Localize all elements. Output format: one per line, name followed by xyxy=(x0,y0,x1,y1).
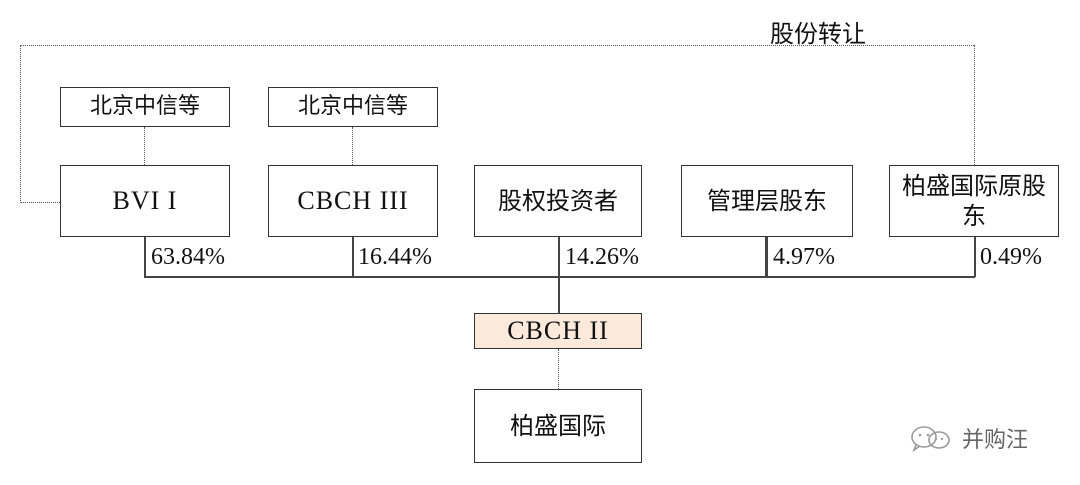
top-box-left-label: 北京中信等 xyxy=(89,94,200,120)
percent-mgmt: 4.97% xyxy=(773,244,835,270)
shareholder-cbch3: CBCH III xyxy=(268,165,438,237)
shareholder-orig-label: 柏盛国际原股东 xyxy=(902,172,1046,230)
ownership-bus xyxy=(144,276,975,278)
intermediate-cbch2-label: CBCH II xyxy=(507,315,609,345)
percent-cbch3: 16.44% xyxy=(358,244,432,270)
transfer-dotted-left xyxy=(20,45,21,203)
drop-cbch3 xyxy=(352,237,354,277)
shareholder-orig: 柏盛国际原股东 xyxy=(889,165,1059,237)
intermediate-cbch2: CBCH II xyxy=(474,313,642,349)
target-company: 柏盛国际 xyxy=(474,389,642,463)
top-box-right: 北京中信等 xyxy=(268,87,438,127)
connector-top-right xyxy=(352,127,353,165)
transfer-dotted-top xyxy=(20,45,974,46)
transfer-label: 股份转让 xyxy=(770,20,866,48)
top-box-right-label: 北京中信等 xyxy=(297,94,408,120)
shareholder-bvi-label: BVI I xyxy=(112,185,178,215)
watermark: 并购汪 xyxy=(908,422,1028,454)
shareholder-equity: 股权投资者 xyxy=(474,165,642,237)
transfer-dotted-bottom-left xyxy=(20,202,60,203)
shareholder-cbch3-label: CBCH III xyxy=(297,185,409,215)
percent-orig: 0.49% xyxy=(980,244,1042,270)
connector-intermediate-target xyxy=(558,349,559,389)
percent-bvi: 63.84% xyxy=(151,244,225,270)
top-box-left: 北京中信等 xyxy=(60,87,230,127)
watermark-text: 并购汪 xyxy=(962,428,1029,453)
drop-equity xyxy=(558,237,560,277)
target-company-label: 柏盛国际 xyxy=(510,412,606,440)
shareholder-mgmt: 管理层股东 xyxy=(681,165,853,237)
transfer-dotted-right xyxy=(974,45,975,165)
wechat-icon xyxy=(911,426,950,453)
drop-bvi xyxy=(144,237,146,277)
drop-orig xyxy=(974,237,976,277)
shareholder-bvi: BVI I xyxy=(60,165,230,237)
shareholder-equity-label: 股权投资者 xyxy=(498,187,618,215)
shareholder-mgmt-label: 管理层股东 xyxy=(707,187,827,215)
connector-top-left xyxy=(144,127,145,165)
bus-to-intermediate xyxy=(558,277,560,313)
percent-equity: 14.26% xyxy=(565,244,639,270)
drop-mgmt xyxy=(765,237,768,277)
